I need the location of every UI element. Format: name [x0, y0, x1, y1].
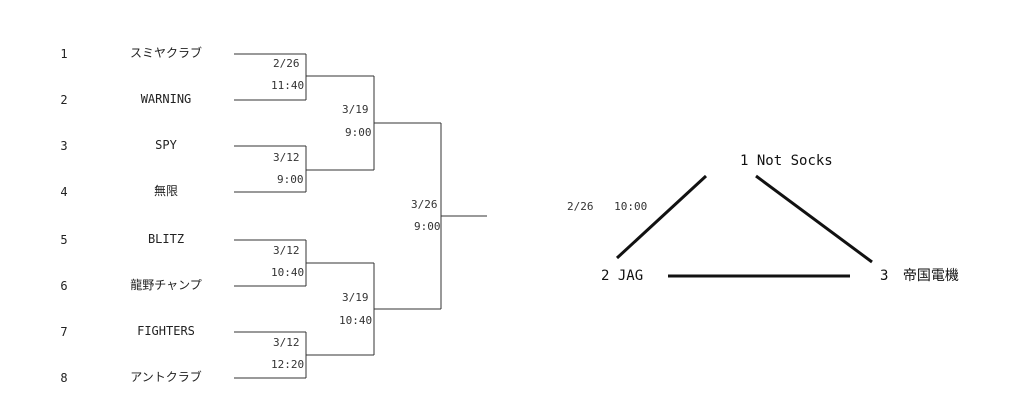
- seed-8: 8: [60, 371, 68, 385]
- team-name-6: 龍野チャンプ: [130, 278, 202, 292]
- rr-seed-3: 3: [880, 268, 889, 284]
- r1-match-1-time: 11:40: [271, 79, 305, 92]
- seed-3: 3: [60, 139, 68, 153]
- rr-team-2: 2 JAG: [601, 269, 643, 283]
- rr-match-date: 2/26: [567, 200, 594, 213]
- rr-line-1-3: [755, 174, 873, 264]
- rr-name-1: Not Socks: [756, 153, 833, 169]
- r1-match-4-time: 12:20: [271, 358, 305, 371]
- r1-match-1-date: 2/26: [273, 57, 300, 70]
- final-match-time: 9:00: [414, 220, 441, 233]
- seed-2: 2: [60, 93, 68, 107]
- team-name-2: WARNING: [140, 92, 192, 106]
- r2-match-1-date: 3/19: [342, 103, 369, 116]
- seed-7: 7: [60, 325, 68, 339]
- seed-6: 6: [60, 279, 68, 293]
- r1-match-3-time: 10:40: [271, 266, 305, 279]
- rr-seed-1: 1: [740, 153, 749, 169]
- rr-name-3: 帝国電機: [902, 268, 959, 284]
- rr-name-2: JAG: [617, 268, 644, 284]
- team-name-3: SPY: [155, 138, 177, 152]
- seed-1: 1: [60, 47, 68, 61]
- rr-line-1-2: [615, 174, 708, 260]
- r1-match-4-date: 3/12: [273, 336, 300, 349]
- r2-match-2-date: 3/19: [342, 291, 369, 304]
- r2-match-2-time: 10:40: [339, 314, 373, 327]
- team-name-8: アントクラブ: [130, 370, 202, 384]
- rr-team-3: 3 帝国電機: [880, 269, 959, 283]
- team-name-7: FIGHTERS: [137, 324, 195, 338]
- final-match-date: 3/26: [411, 198, 438, 211]
- seed-5: 5: [60, 233, 68, 247]
- rr-match-time: 10:00: [614, 200, 648, 213]
- r1-match-3-date: 3/12: [273, 244, 300, 257]
- r2-match-1-time: 9:00: [345, 126, 372, 139]
- rr-seed-2: 2: [601, 268, 610, 284]
- team-name-5: BLITZ: [147, 232, 185, 246]
- seed-4: 4: [60, 185, 68, 199]
- team-name-4: 無限: [153, 184, 178, 198]
- team-name-1: スミヤクラブ: [129, 46, 202, 60]
- rr-match-schedule: 2/26 10:00: [567, 201, 647, 212]
- r1-match-2-date: 3/12: [273, 151, 300, 164]
- r1-match-2-time: 9:00: [277, 173, 304, 186]
- rr-team-1: 1 Not Socks: [740, 154, 833, 168]
